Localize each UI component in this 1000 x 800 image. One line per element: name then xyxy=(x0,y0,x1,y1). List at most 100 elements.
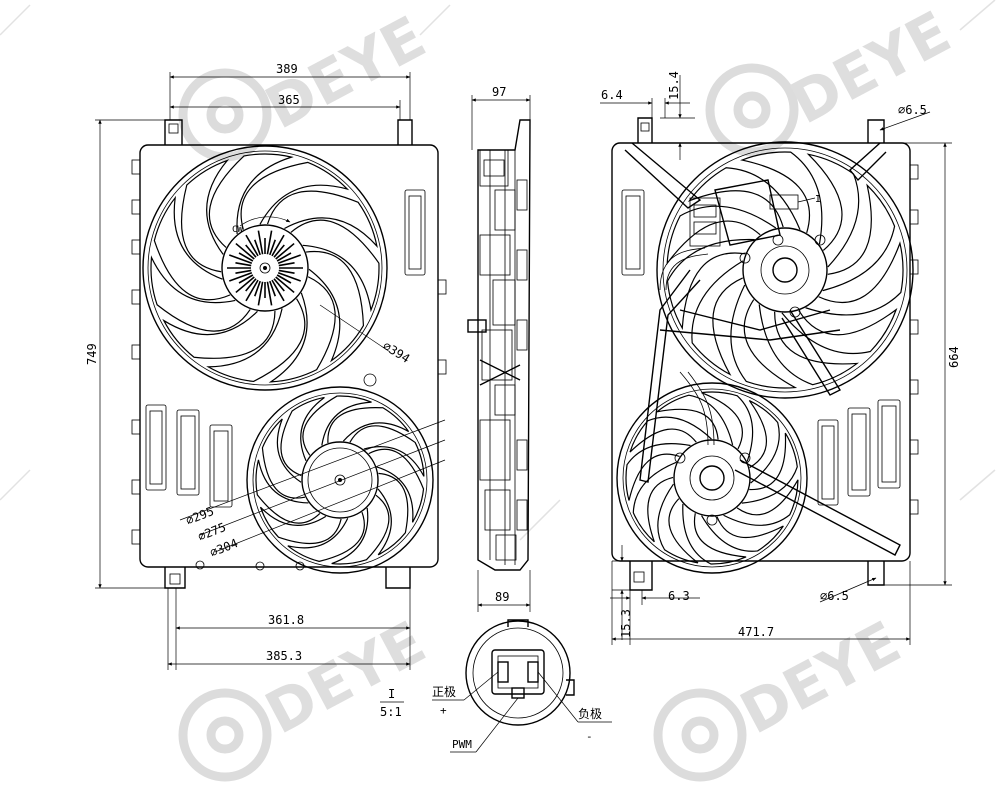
front-view: CW 389 365 xyxy=(85,62,447,670)
motor-fin xyxy=(273,278,285,292)
connector-detail: I 5:1 正极 + 负极 - PWM xyxy=(380,619,612,753)
small-fan xyxy=(246,386,434,574)
rear-lower-fan xyxy=(616,371,808,574)
motor-fin xyxy=(266,281,273,306)
watermark-brand-text: DEYE xyxy=(255,608,436,748)
motor-fin xyxy=(238,274,254,284)
motor-fin xyxy=(245,234,259,257)
dim-large-fan-diameter: ⌀394 xyxy=(380,339,412,366)
mount-hole xyxy=(363,373,377,387)
motor-fin xyxy=(276,274,292,284)
motor-fin xyxy=(269,280,277,297)
fan-blade xyxy=(287,511,365,562)
motor-fin xyxy=(277,254,301,264)
fan-blade xyxy=(730,284,798,389)
motor-fin xyxy=(275,276,295,294)
dim-front-height: 749 xyxy=(85,343,99,365)
watermark-brand-text: DEYE xyxy=(780,0,961,137)
fan-blade xyxy=(625,443,691,501)
watermark-logo-bottom-right: DEYE xyxy=(653,608,911,782)
label-negative: 负极 xyxy=(578,707,602,721)
label-positive: 正极 xyxy=(432,685,456,699)
large-fan: CW xyxy=(142,145,388,391)
shroud-outline xyxy=(611,142,911,562)
rotation-label: CW xyxy=(232,225,243,235)
motor-fin xyxy=(235,276,255,294)
fan-blade xyxy=(806,153,860,268)
motor-fin xyxy=(229,272,253,282)
mount-tab xyxy=(164,119,183,145)
fan-blade xyxy=(656,394,734,446)
fan-blade xyxy=(805,241,904,316)
fan-blades xyxy=(625,391,799,565)
fan-blade xyxy=(255,459,321,524)
dim-rear-top-height: 15.4 xyxy=(667,71,681,100)
fan-blade xyxy=(748,400,780,484)
dim-rear-bottom-offset: 6.3 xyxy=(668,589,690,603)
motor-fin xyxy=(273,244,285,258)
connector-outline xyxy=(465,620,571,726)
fan-blade xyxy=(153,195,231,301)
motor-fin xyxy=(275,242,295,260)
fan-blade xyxy=(701,391,754,462)
connector-pockets xyxy=(145,189,426,508)
mount-tab xyxy=(867,119,885,143)
dim-side-top-depth: 97 xyxy=(492,85,506,99)
motor-fin xyxy=(235,269,252,274)
detail-title: I xyxy=(388,687,395,701)
label-pwm: PWM xyxy=(452,738,472,751)
fan-blade xyxy=(632,461,677,543)
dim-bottom-outer: 385.3 xyxy=(266,649,302,663)
fan-blade xyxy=(701,515,784,552)
motor-fin xyxy=(276,252,292,262)
fan-blade xyxy=(259,506,342,545)
dim-bottom-inner: 361.8 xyxy=(268,613,304,627)
connector-pockets xyxy=(621,189,901,506)
fan-blade xyxy=(666,238,755,331)
motor-fin xyxy=(245,244,257,258)
watermark-logo-bottom-left: DEYE xyxy=(178,608,436,782)
mount-tab xyxy=(629,561,653,591)
fan-blade xyxy=(162,310,276,359)
motor-fin xyxy=(245,279,259,302)
rear-view: I 6. xyxy=(600,71,961,645)
motor-fin xyxy=(277,272,301,282)
fan-blade xyxy=(723,479,799,526)
motor-fin xyxy=(257,281,264,306)
fan-blade xyxy=(758,304,860,386)
motor-fin xyxy=(235,262,252,267)
fan-blade xyxy=(377,472,409,556)
motor-fins xyxy=(227,230,303,306)
fan-blade xyxy=(691,260,744,376)
fan-blade xyxy=(305,250,365,363)
fan-blade xyxy=(208,153,294,248)
fan-blade xyxy=(368,448,425,523)
fan-blade xyxy=(657,483,699,564)
motor-fin xyxy=(235,242,255,260)
watermark-logo-top-right: DEYE xyxy=(705,0,961,157)
dim-small-fan-d3: ⌀304 xyxy=(208,536,240,560)
mount-tab xyxy=(867,561,885,586)
fan-blade xyxy=(349,425,425,477)
fan-blades xyxy=(150,153,380,383)
fan-blade xyxy=(781,307,898,355)
motor-fin xyxy=(278,269,295,274)
motor-fin xyxy=(271,279,285,302)
controller-module: I xyxy=(659,179,821,291)
front-dimensions: 389 365 749 361.8 385.3 ⌀394 ⌀295 ⌀275 ⌀… xyxy=(85,62,446,670)
label-positive-sign: + xyxy=(440,704,447,717)
fan-blade xyxy=(266,190,378,249)
fan-blades xyxy=(255,395,425,565)
mount-tab xyxy=(397,119,413,145)
fan-blade xyxy=(666,205,777,266)
motor-fin xyxy=(245,278,257,292)
fan-blade xyxy=(206,298,306,383)
mount-tab xyxy=(385,567,411,589)
dim-rear-top-offset: 6.4 xyxy=(601,88,623,102)
dim-rear-bottom-height: 15.3 xyxy=(619,609,633,638)
motor-fin xyxy=(253,280,261,297)
dim-top-inner: 365 xyxy=(278,93,300,107)
fan-blade xyxy=(327,407,410,443)
fan-blade xyxy=(331,494,390,565)
